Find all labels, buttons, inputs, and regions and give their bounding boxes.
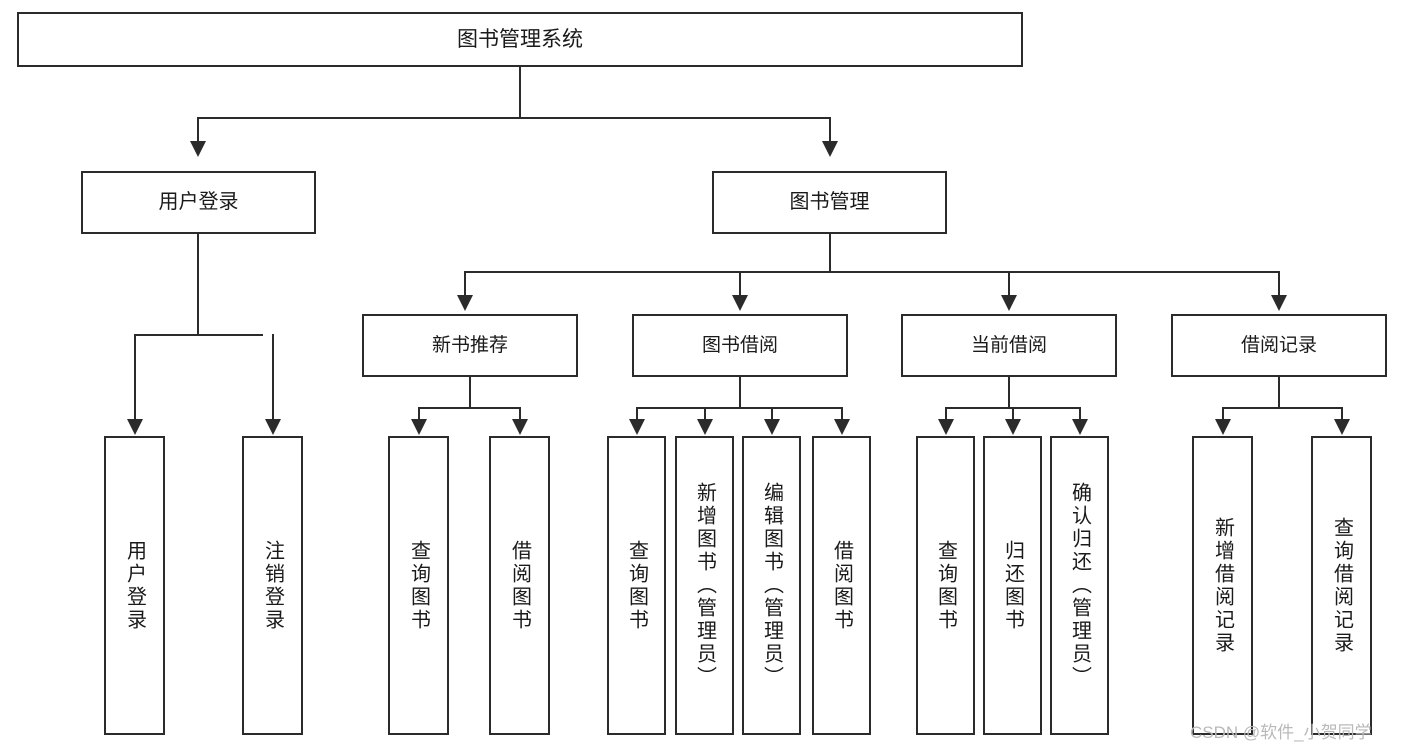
node-leaf-borrow-book-2[interactable]: 借阅图书: [812, 436, 871, 735]
connector-drop-new-book-recommend: [464, 271, 466, 297]
arrowhead-leaf-logout-login: [265, 419, 281, 435]
arrowhead-leaf-query-book-3: [938, 419, 954, 435]
node-label: 新增借阅记录: [1211, 516, 1234, 655]
connector-drop-leaf-query-book-2: [636, 407, 638, 421]
connector-user-login-stem: [197, 234, 199, 335]
node-label: 图书借阅: [701, 334, 778, 356]
node-label: 用户登录: [123, 539, 146, 632]
node-leaf-user-login[interactable]: 用户登录: [104, 436, 165, 735]
connector-drop-borrow-record: [1278, 271, 1280, 297]
node-label: 当前借阅: [970, 334, 1047, 356]
arrowhead-leaf-add-book: [697, 419, 713, 435]
node-label: 用户登录: [158, 191, 239, 214]
node-label: 编辑图书（管理员）: [760, 482, 783, 689]
node-leaf-add-record[interactable]: 新增借阅记录: [1192, 436, 1253, 735]
connector-level2-bus: [464, 271, 1279, 273]
arrowhead-leaf-query-record: [1334, 419, 1350, 435]
node-label: 查询借阅记录: [1330, 516, 1353, 655]
node-book-borrow[interactable]: 图书借阅: [632, 314, 848, 377]
connector-level1-drop-user-login: [197, 117, 199, 143]
node-leaf-borrow-book-1[interactable]: 借阅图书: [489, 436, 550, 735]
connector-level1-bus: [197, 117, 830, 119]
node-root-book-management-system[interactable]: 图书管理系统: [17, 12, 1023, 67]
node-current-borrow[interactable]: 当前借阅: [901, 314, 1117, 377]
connector-drop-current-borrow: [1008, 271, 1010, 297]
connector-new-book-recommend-bus: [418, 407, 521, 409]
node-leaf-edit-book[interactable]: 编辑图书（管理员）: [742, 436, 801, 735]
connector-drop-leaf-borrow-book-1: [519, 407, 521, 421]
node-label: 确认归还（管理员）: [1068, 482, 1091, 689]
arrowhead-leaf-borrow-book-2: [834, 419, 850, 435]
connector-book-borrow-bus: [636, 407, 842, 409]
connector-drop-leaf-query-record: [1341, 407, 1343, 421]
connector-drop-leaf-query-book-1: [418, 407, 420, 421]
node-label: 新书推荐: [431, 334, 508, 356]
connector-drop-leaf-add-book: [704, 407, 706, 421]
arrowhead-leaf-confirm-return: [1072, 419, 1088, 435]
connector-current-borrow-stem: [1008, 377, 1010, 408]
node-label: 查询图书: [625, 539, 648, 632]
node-label: 新增图书（管理员）: [693, 482, 716, 689]
connector-borrow-record-stem: [1278, 377, 1280, 408]
node-label: 归还图书: [1001, 539, 1024, 632]
arrowhead-leaf-query-book-1: [411, 419, 427, 435]
node-label: 借阅图书: [830, 539, 853, 632]
connector-drop-leaf-logout-login: [272, 334, 274, 421]
node-label: 图书管理: [789, 191, 870, 214]
arrowhead-leaf-query-book-2: [629, 419, 645, 435]
node-label: 借阅记录: [1240, 334, 1317, 356]
arrowhead-leaf-borrow-book-1: [512, 419, 528, 435]
node-label: 借阅图书: [508, 539, 531, 632]
connector-borrow-record-bus: [1222, 407, 1342, 409]
arrowhead-borrow-record: [1271, 295, 1287, 311]
node-leaf-query-book-3[interactable]: 查询图书: [916, 436, 975, 735]
connector-drop-book-borrow: [739, 271, 741, 297]
node-leaf-query-book-1[interactable]: 查询图书: [388, 436, 449, 735]
connector-user-login-bus: [134, 334, 263, 336]
node-book-management[interactable]: 图书管理: [712, 171, 947, 234]
node-leaf-query-record[interactable]: 查询借阅记录: [1311, 436, 1372, 735]
connector-root-stem: [519, 67, 521, 118]
node-leaf-logout-login[interactable]: 注销登录: [242, 436, 303, 735]
connector-book-management-stem: [829, 234, 831, 272]
node-label: 注销登录: [261, 539, 284, 632]
node-user-login[interactable]: 用户登录: [81, 171, 316, 234]
connector-drop-leaf-edit-book: [771, 407, 773, 421]
connector-drop-leaf-borrow-book-2: [841, 407, 843, 421]
connector-level1-drop-book-management: [829, 117, 831, 143]
connector-new-book-recommend-stem: [469, 377, 471, 408]
node-leaf-confirm-return[interactable]: 确认归还（管理员）: [1050, 436, 1109, 735]
node-borrow-record[interactable]: 借阅记录: [1171, 314, 1387, 377]
arrowhead-leaf-edit-book: [764, 419, 780, 435]
node-label: 查询图书: [407, 539, 430, 632]
node-new-book-recommend[interactable]: 新书推荐: [362, 314, 578, 377]
arrowhead-current-borrow: [1001, 295, 1017, 311]
node-leaf-query-book-2[interactable]: 查询图书: [607, 436, 666, 735]
arrowhead-book-borrow: [732, 295, 748, 311]
node-leaf-return-book[interactable]: 归还图书: [983, 436, 1042, 735]
connector-book-borrow-stem: [739, 377, 741, 408]
arrowhead-leaf-return-book: [1005, 419, 1021, 435]
connector-drop-leaf-return-book: [1012, 407, 1014, 421]
node-label: 查询图书: [934, 539, 957, 632]
node-leaf-add-book[interactable]: 新增图书（管理员）: [675, 436, 734, 735]
node-label: 图书管理系统: [457, 27, 583, 51]
arrowhead-new-book-recommend: [457, 295, 473, 311]
arrowhead-leaf-user-login: [127, 419, 143, 435]
arrowhead-book-management: [822, 141, 838, 157]
connector-drop-leaf-query-book-3: [945, 407, 947, 421]
arrowhead-user-login: [190, 141, 206, 157]
arrowhead-leaf-add-record: [1215, 419, 1231, 435]
connector-drop-leaf-add-record: [1222, 407, 1224, 421]
connector-drop-leaf-user-login: [134, 334, 136, 421]
watermark-text: CSDN @软件_小贺同学: [1190, 723, 1372, 742]
connector-drop-leaf-confirm-return: [1079, 407, 1081, 421]
